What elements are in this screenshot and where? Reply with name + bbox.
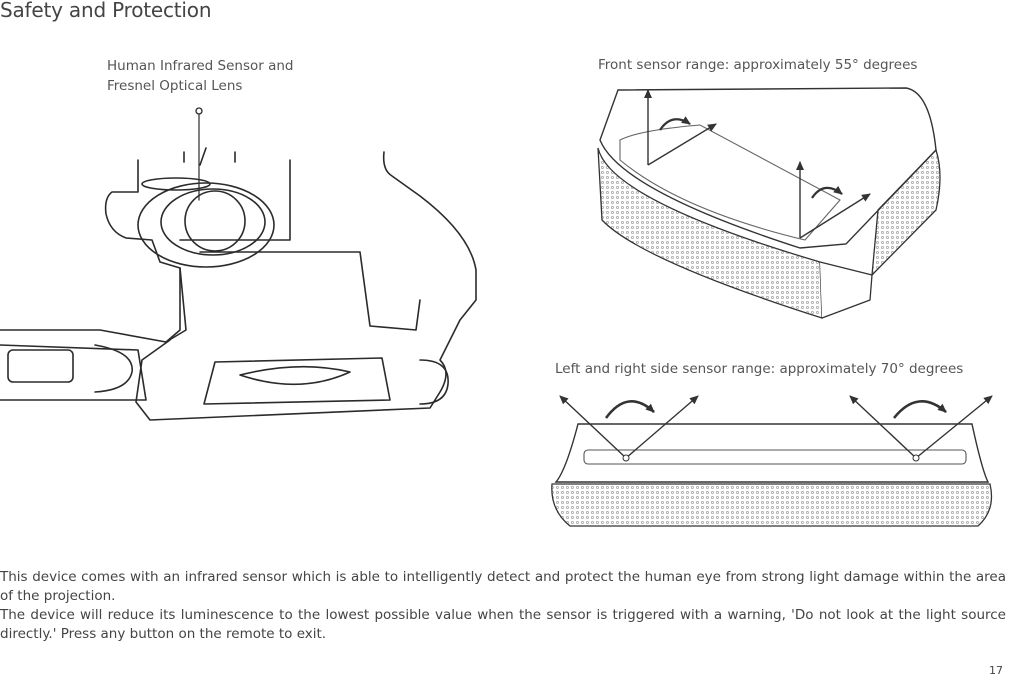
callout-dot	[195, 107, 203, 115]
sensor-label-line-1: Human Infrared Sensor and	[107, 58, 294, 74]
side-projector-grille	[551, 483, 993, 527]
front-view-projector	[597, 87, 941, 319]
fresnel-lens	[184, 190, 246, 252]
sensor-callout-label: Human Infrared Sensor and Fresnel Optica…	[107, 56, 293, 96]
projector-grille-right	[871, 148, 941, 277]
projector-top	[599, 87, 937, 249]
side-projector-top	[554, 423, 990, 483]
paragraph-luminescence-warning: The device will reduce its luminescence …	[0, 607, 1006, 642]
sensor-closeup-drawing	[0, 107, 477, 421]
front-window	[203, 357, 391, 405]
front-range-label: Front sensor range: approximately 55° de…	[598, 57, 918, 73]
device-body-outline	[0, 151, 477, 421]
side-range-label: Left and right side sensor range: approx…	[555, 361, 964, 377]
page-title: Safety and Protection	[0, 0, 212, 22]
side-view-projector	[551, 395, 993, 527]
body-text: This device comes with an infrared senso…	[0, 568, 1006, 644]
paragraph-infrared-sensor: This device comes with an infrared senso…	[0, 569, 1006, 604]
lens-housing	[137, 182, 275, 268]
illustrations	[0, 87, 993, 527]
page-number: 17	[989, 664, 1003, 677]
sensor-label-line-2: Fresnel Optical Lens	[107, 78, 243, 94]
